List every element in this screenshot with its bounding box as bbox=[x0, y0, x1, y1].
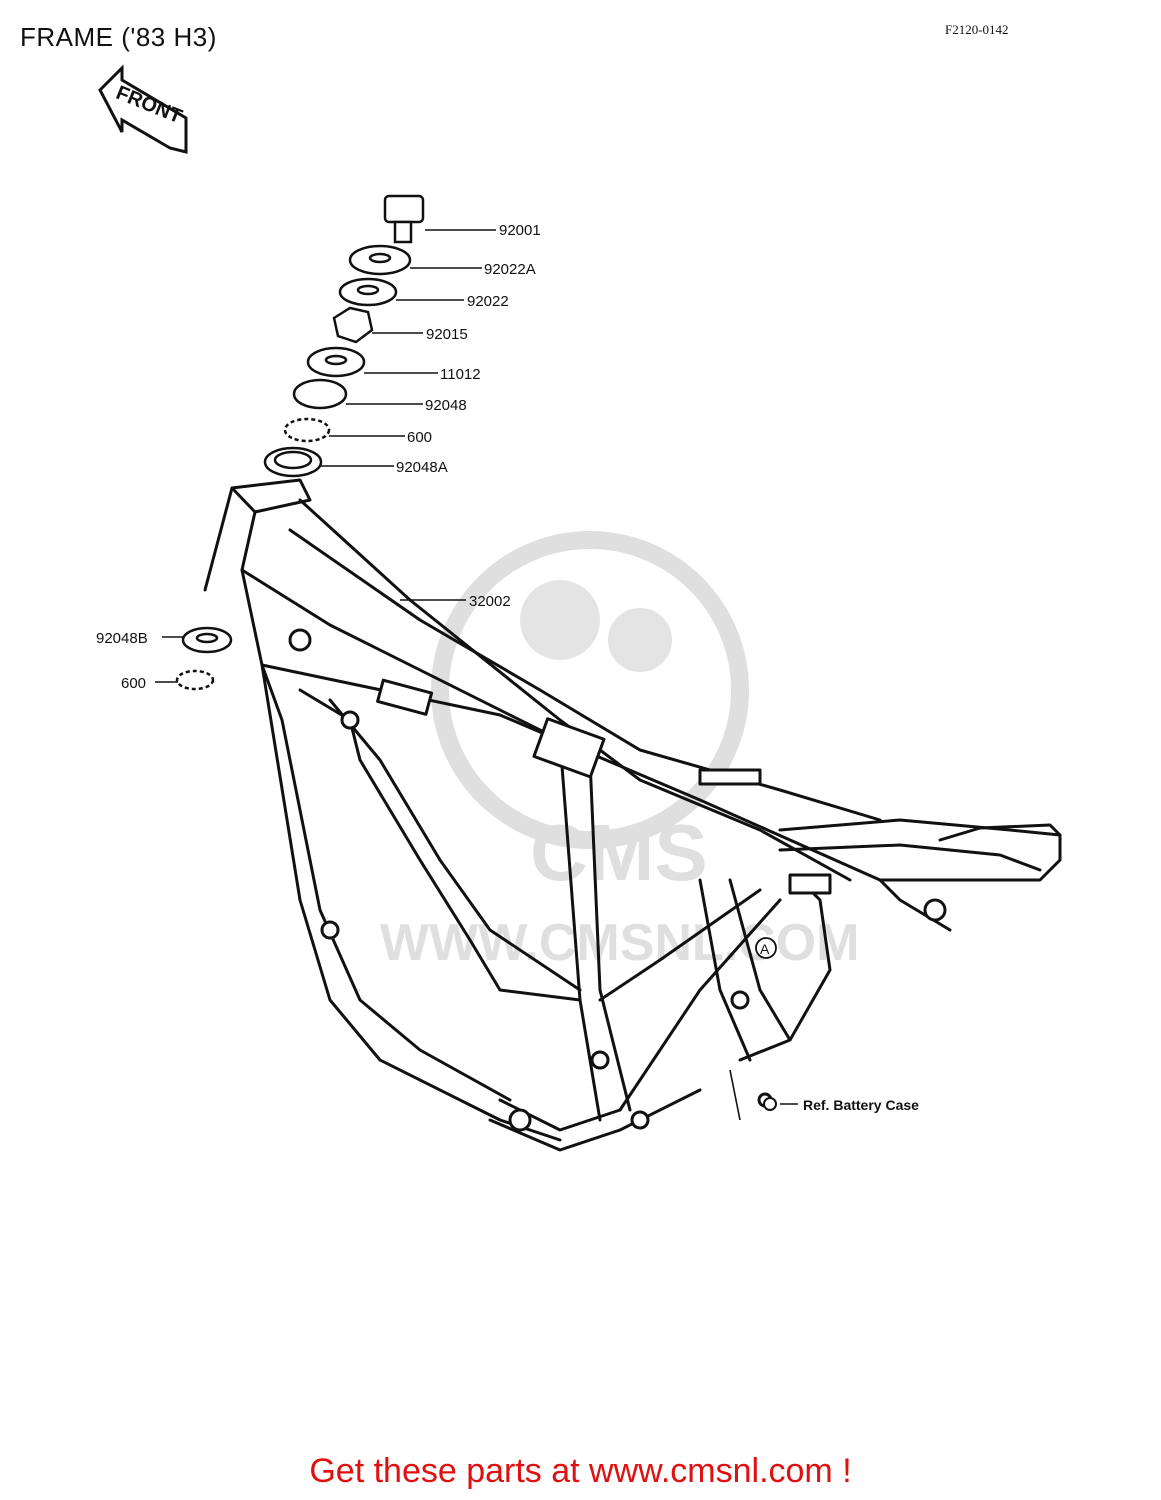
callout-92022: 92022 bbox=[467, 293, 509, 310]
callout-92048: 92048 bbox=[425, 397, 467, 414]
callout-leaders bbox=[155, 229, 798, 1121]
callout-92048a: 92048A bbox=[396, 459, 448, 476]
watermark-brand: CMS bbox=[530, 808, 708, 897]
drawing-code: F2120-0142 bbox=[945, 22, 1009, 37]
callout-600-top: 600 bbox=[407, 429, 432, 446]
reference-marker-letter: A bbox=[760, 941, 770, 957]
bearing-race-92048 bbox=[292, 378, 348, 410]
watermark-url: WWW.CMSNL.COM bbox=[380, 914, 859, 972]
callout-92022a: 92022A bbox=[484, 261, 536, 278]
stem-bolt bbox=[383, 194, 425, 244]
page-title: FRAME ('83 H3) bbox=[20, 22, 217, 52]
stem-nut bbox=[332, 306, 374, 344]
watermark: CMS WWW.CMSNL.COM bbox=[380, 531, 859, 972]
callout-92015: 92015 bbox=[426, 326, 468, 343]
main-frame bbox=[203, 478, 1062, 1152]
reference-note: Ref. Battery Case bbox=[803, 1097, 919, 1113]
lower-bearing-parts bbox=[175, 626, 233, 691]
callout-11012: 11012 bbox=[440, 366, 481, 383]
callout-32002: 32002 bbox=[469, 593, 511, 610]
ball-set-600-bottom bbox=[175, 669, 215, 691]
callout-600-bottom: 600 bbox=[121, 675, 146, 692]
callout-92001: 92001 bbox=[499, 222, 541, 239]
reference-marker: A bbox=[755, 937, 777, 959]
callout-92048b: 92048B bbox=[96, 630, 148, 647]
steering-stem-parts bbox=[263, 194, 425, 478]
footer-promo[interactable]: Get these parts at www.cmsnl.com ! bbox=[309, 1452, 852, 1490]
front-arrow: FRONT bbox=[98, 64, 188, 154]
ball-set-600-top bbox=[283, 417, 331, 443]
